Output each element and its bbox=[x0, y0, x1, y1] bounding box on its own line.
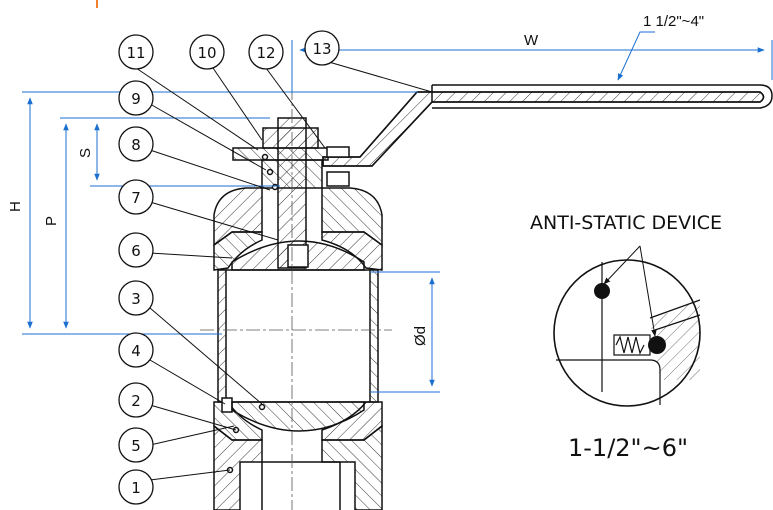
svg-text:9: 9 bbox=[131, 90, 141, 108]
balloon-12: 12 bbox=[248, 34, 284, 70]
handle bbox=[322, 84, 773, 167]
dimension-lines bbox=[22, 31, 773, 393]
balloon-2: 2 bbox=[118, 382, 154, 418]
bore-label: Ød bbox=[412, 326, 429, 346]
width-label: W bbox=[524, 32, 539, 49]
svg-text:8: 8 bbox=[131, 136, 141, 154]
balloon-4: 4 bbox=[118, 332, 154, 368]
svg-text:2: 2 bbox=[131, 392, 141, 410]
balloon-5: 5 bbox=[118, 427, 154, 463]
svg-text:5: 5 bbox=[131, 437, 141, 455]
leader-lines bbox=[135, 59, 433, 481]
balloon-10: 10 bbox=[189, 34, 225, 70]
balloon-8: 8 bbox=[118, 126, 154, 162]
balloon-11: 11 bbox=[118, 34, 154, 70]
center-lines bbox=[200, 40, 392, 510]
svg-text:13: 13 bbox=[312, 40, 331, 58]
svg-text:12: 12 bbox=[256, 44, 275, 62]
handle-size-label: 1 1/2"~4" bbox=[643, 13, 704, 30]
balloon-1: 1 bbox=[118, 469, 154, 505]
svg-text:7: 7 bbox=[131, 189, 141, 207]
height-label: H bbox=[7, 201, 24, 212]
balloon-3: 3 bbox=[118, 280, 154, 316]
svg-text:4: 4 bbox=[131, 342, 141, 360]
balloon-7: 7 bbox=[118, 179, 154, 215]
ball bbox=[231, 240, 365, 432]
detail-title: ANTI-STATIC DEVICE bbox=[530, 212, 722, 234]
svg-text:10: 10 bbox=[197, 44, 216, 62]
p-label: P bbox=[43, 216, 60, 226]
balloon-9: 9 bbox=[118, 80, 154, 116]
detail-size-range: 1-1/2"~6" bbox=[568, 434, 688, 462]
balloon-6: 6 bbox=[118, 232, 154, 268]
svg-text:6: 6 bbox=[131, 242, 141, 260]
balloon-13: 13 bbox=[304, 30, 340, 66]
s-label: S bbox=[77, 148, 94, 158]
anti-static-detail bbox=[553, 245, 701, 407]
svg-text:1: 1 bbox=[131, 479, 141, 497]
svg-text:3: 3 bbox=[131, 290, 141, 308]
svg-text:11: 11 bbox=[126, 44, 145, 62]
